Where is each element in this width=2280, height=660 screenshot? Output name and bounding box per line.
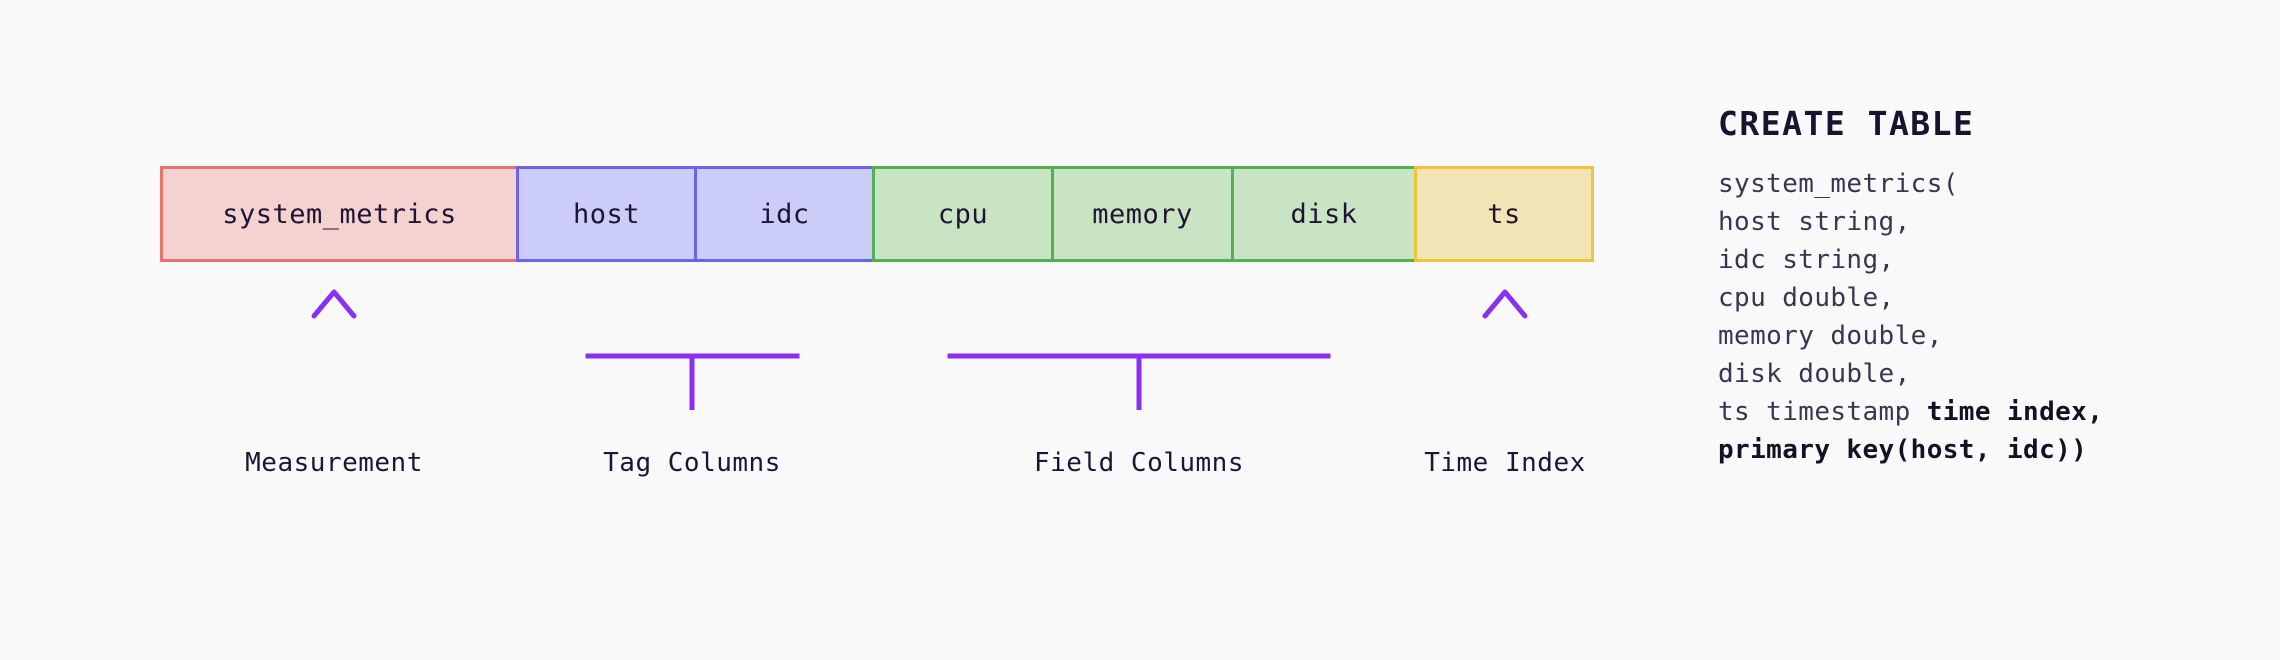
connector-bracket-field — [947, 298, 1331, 410]
ddl-text: disk double, — [1718, 359, 1911, 389]
schema-cell-label: system_metrics — [222, 198, 457, 230]
ddl-keyword: time index, — [1926, 397, 2104, 427]
connector-arrow-time-index — [1482, 289, 1528, 410]
schema-strip: system_metrics host idc cpu memory disk … — [160, 166, 1594, 262]
ddl-body: system_metrics(host string, idc string, cp… — [1718, 165, 2238, 469]
schema-cell-disk[interactable]: disk — [1231, 166, 1417, 262]
caption-measurement: Measurement — [245, 448, 423, 478]
ddl-text: idc string, — [1718, 245, 1895, 275]
schema-cell-measurement[interactable]: system_metrics — [160, 166, 519, 262]
ddl-line: disk double, — [1718, 355, 2238, 393]
ddl-line: primary key(host, idc)) — [1718, 431, 2238, 469]
caption-tag-columns: Tag Columns — [603, 448, 781, 478]
schema-cell-cpu[interactable]: cpu — [872, 166, 1054, 262]
schema-cell-memory[interactable]: memory — [1051, 166, 1234, 262]
caption-time-index: Time Index — [1424, 448, 1586, 478]
ddl-line: system_metrics( — [1718, 165, 2238, 203]
schema-cell-idc[interactable]: idc — [694, 166, 875, 262]
ddl-line: memory double, — [1718, 317, 2238, 355]
ddl-text: system_metrics( — [1718, 169, 1959, 199]
ddl-text: host string, — [1718, 207, 1911, 237]
schema-cell-label: ts — [1487, 198, 1521, 230]
caption-field-columns: Field Columns — [1034, 448, 1244, 478]
connector-arrow-measurement — [311, 289, 357, 410]
schema-cell-label: host — [572, 198, 641, 230]
schema-cell-label: cpu — [937, 198, 989, 230]
ddl-line: idc string, — [1718, 241, 2238, 279]
connector-bracket-tag — [585, 298, 800, 410]
ddl-line: cpu double, — [1718, 279, 2238, 317]
schema-cell-label: idc — [759, 198, 810, 230]
ddl-text: cpu double, — [1718, 283, 1895, 313]
ddl-panel: CREATE TABLE system_metrics(host string,… — [1718, 104, 2238, 469]
ddl-text: ts timestamp — [1718, 397, 1927, 427]
schema-cell-label: memory — [1092, 198, 1193, 230]
ddl-keyword: primary key(host, idc)) — [1718, 435, 2088, 465]
ddl-heading: CREATE TABLE — [1718, 104, 1975, 143]
ddl-line: host string, — [1718, 203, 2238, 241]
schema-cell-host[interactable]: host — [516, 166, 697, 262]
schema-cell-label: disk — [1290, 198, 1358, 230]
ddl-line: ts timestamp time index, — [1718, 393, 2238, 431]
ddl-text: memory double, — [1718, 321, 1943, 351]
schema-cell-ts[interactable]: ts — [1414, 166, 1594, 262]
